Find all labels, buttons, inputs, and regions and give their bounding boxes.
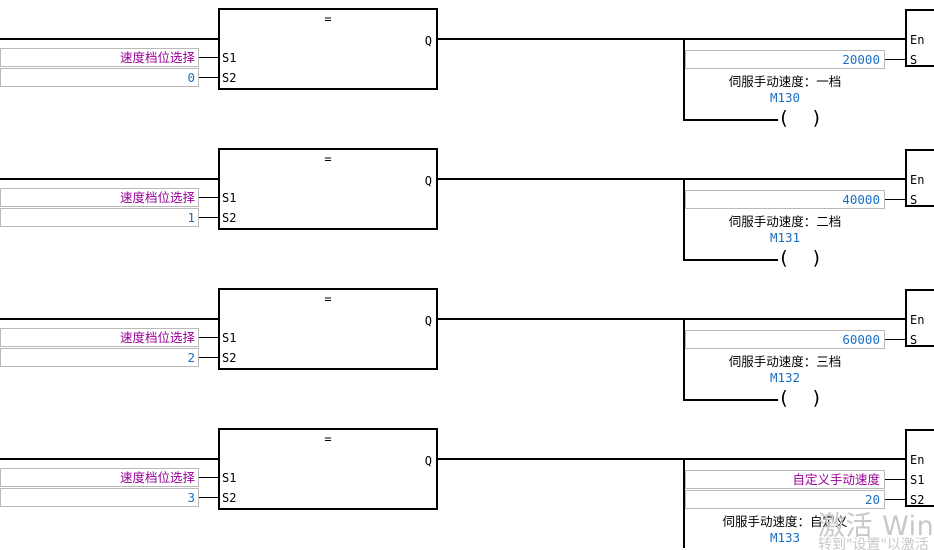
coil-address-label: M133 (769, 530, 801, 545)
operand-s2-value[interactable]: 3 (0, 488, 199, 507)
move-pin-s: S (910, 53, 918, 67)
compare-output-wire (438, 38, 905, 40)
move-source-value[interactable]: 60000 (685, 330, 885, 349)
coil-branch-vertical-wire (683, 318, 685, 400)
operand-s1-symbol[interactable]: 速度档位选择 (0, 468, 199, 487)
coil-comment: 伺服手动速度：三档 (728, 354, 842, 369)
compare-input-pin-s1: S1 (222, 191, 237, 205)
move-pin-s: S (910, 193, 918, 207)
compare-output-pin-q: Q (424, 174, 432, 188)
compare-input-pin-s1: S1 (222, 331, 237, 345)
move-function-block[interactable]: En S (905, 9, 934, 67)
move-s1-leadwire (885, 479, 905, 480)
move-function-block[interactable]: En S (905, 149, 934, 207)
coil-branch-vertical-wire (683, 38, 685, 120)
ladder-rung[interactable]: 速度档位选择 2 = Q S1 S2 60000 En S 伺服手动速度：三档 … (0, 280, 934, 420)
compare-output-wire (438, 458, 905, 460)
compare-input-pin-s2: S2 (222, 71, 237, 85)
move-source-leadwire (885, 199, 905, 200)
operand-s2-leadwire (199, 217, 219, 218)
compare-operator-label: = (324, 152, 332, 166)
move-source-leadwire (885, 339, 905, 340)
coil-comment: 伺服手动速度：自定义 (722, 514, 848, 529)
move-pin-en: En (910, 453, 925, 467)
coil-branch-horizontal-wire (683, 399, 778, 401)
compare-input-pin-s2: S2 (222, 211, 237, 225)
compare-output-pin-q: Q (424, 454, 432, 468)
operand-s1-leadwire (199, 57, 219, 58)
compare-output-pin-q: Q (424, 34, 432, 48)
coil-address-label: M131 (769, 230, 801, 245)
operand-s1-symbol[interactable]: 速度档位选择 (0, 188, 199, 207)
operand-s2-leadwire (199, 77, 219, 78)
coil-comment: 伺服手动速度：一档 (728, 74, 842, 89)
power-rail-wire (0, 458, 218, 460)
move-pin-en: En (910, 33, 925, 47)
power-rail-wire (0, 38, 218, 40)
move-pin-en: En (910, 313, 925, 327)
move-pin-s: S (910, 333, 918, 347)
coil-branch-horizontal-wire (683, 259, 778, 261)
compare-function-block[interactable]: = Q S1 S2 (218, 148, 438, 230)
coil-branch-vertical-wire (683, 178, 685, 260)
compare-operator-label: = (324, 292, 332, 306)
operand-s2-value[interactable]: 2 (0, 348, 199, 367)
compare-input-pin-s1: S1 (222, 471, 237, 485)
power-rail-wire (0, 178, 218, 180)
move-s1-symbol[interactable]: 自定义手动速度 (685, 470, 885, 489)
output-coil[interactable]: ( ) (778, 387, 828, 409)
operand-s2-value[interactable]: 0 (0, 68, 199, 87)
operand-s2-leadwire (199, 497, 219, 498)
move-source-leadwire (885, 59, 905, 60)
operand-s1-symbol[interactable]: 速度档位选择 (0, 48, 199, 67)
move-function-block[interactable]: En S (905, 289, 934, 347)
coil-address-label: M132 (769, 370, 801, 385)
output-coil[interactable]: ( ) (778, 247, 828, 269)
compare-input-pin-s2: S2 (222, 491, 237, 505)
move-function-block[interactable]: En S1 S2 (905, 429, 934, 507)
compare-input-pin-s2: S2 (222, 351, 237, 365)
operand-s1-leadwire (199, 337, 219, 338)
compare-function-block[interactable]: = Q S1 S2 (218, 428, 438, 510)
output-coil[interactable]: ( ) (778, 107, 828, 129)
compare-input-pin-s1: S1 (222, 51, 237, 65)
compare-operator-label: = (324, 432, 332, 446)
compare-function-block[interactable]: = Q S1 S2 (218, 288, 438, 370)
move-pin-s1: S1 (910, 473, 925, 487)
move-source-value[interactable]: 40000 (685, 190, 885, 209)
coil-address-label: M130 (769, 90, 801, 105)
coil-branch-horizontal-wire (683, 119, 778, 121)
ladder-rung[interactable]: 速度档位选择 0 = Q S1 S2 20000 En S 伺服手动速度：一档 … (0, 0, 934, 140)
move-s2-leadwire (885, 499, 905, 500)
compare-output-pin-q: Q (424, 314, 432, 328)
ladder-rung[interactable]: 速度档位选择 1 = Q S1 S2 40000 En S 伺服手动速度：二档 … (0, 140, 934, 280)
coil-comment: 伺服手动速度：二档 (728, 214, 842, 229)
move-pin-s2: S2 (910, 493, 925, 507)
compare-output-wire (438, 178, 905, 180)
operand-s2-leadwire (199, 357, 219, 358)
move-source-value[interactable]: 20000 (685, 50, 885, 69)
compare-function-block[interactable]: = Q S1 S2 (218, 8, 438, 90)
coil-branch-vertical-wire (683, 458, 685, 548)
operand-s1-symbol[interactable]: 速度档位选择 (0, 328, 199, 347)
operand-s1-leadwire (199, 197, 219, 198)
operand-s2-value[interactable]: 1 (0, 208, 199, 227)
compare-output-wire (438, 318, 905, 320)
operand-s1-leadwire (199, 477, 219, 478)
move-pin-en: En (910, 173, 925, 187)
move-s2-value[interactable]: 20 (685, 490, 885, 509)
power-rail-wire (0, 318, 218, 320)
ladder-rung[interactable]: 速度档位选择 3 = Q S1 S2 自定义手动速度 20 En S1 S2 伺… (0, 420, 934, 550)
compare-operator-label: = (324, 12, 332, 26)
